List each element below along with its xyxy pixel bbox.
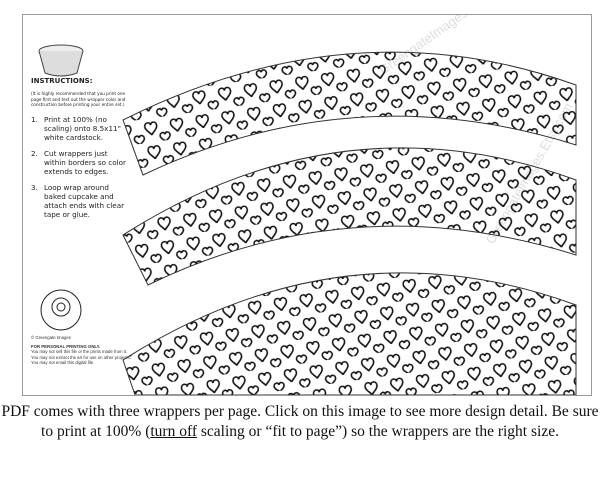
cupcake-wrapper-1 <box>122 51 577 176</box>
instructions-title: INSTRUCTIONS: <box>31 77 93 85</box>
legal-body: You may not sell this file or the prints… <box>31 349 131 366</box>
cupcake-wrapper-2 <box>122 147 577 286</box>
instructions-note: (It is highly recommended that you print… <box>31 91 126 107</box>
legal-heading: FOR PERSONAL PRINTING ONLY. <box>31 343 101 349</box>
caption: PDF comes with three wrappers per page. … <box>1 403 599 440</box>
printable-sheet: GreengateImages.Etsy.com GreengateImages… <box>22 14 592 396</box>
instructions: INSTRUCTIONS: (It is highly recommended … <box>31 77 131 226</box>
instruction-step: 1.Print at 100% (no scaling) onto 8.5x11… <box>31 114 121 142</box>
cupcake-icon <box>38 44 84 77</box>
instruction-step: 3.Loop wrap around baked cupcake and att… <box>31 182 125 219</box>
turn-off-link[interactable]: turn off <box>150 423 197 440</box>
greengate-logo <box>40 289 82 331</box>
legal-notice: © Greengate Images FOR PERSONAL PRINTING… <box>31 335 131 366</box>
instruction-step: 2.Cut wrappers just within borders so co… <box>31 148 126 176</box>
copyright: © Greengate Images <box>31 335 71 340</box>
wrapper-artwork: GreengateImages.Etsy.com GreengateImages… <box>38 15 577 395</box>
cupcake-wrapper-3 <box>122 272 577 395</box>
